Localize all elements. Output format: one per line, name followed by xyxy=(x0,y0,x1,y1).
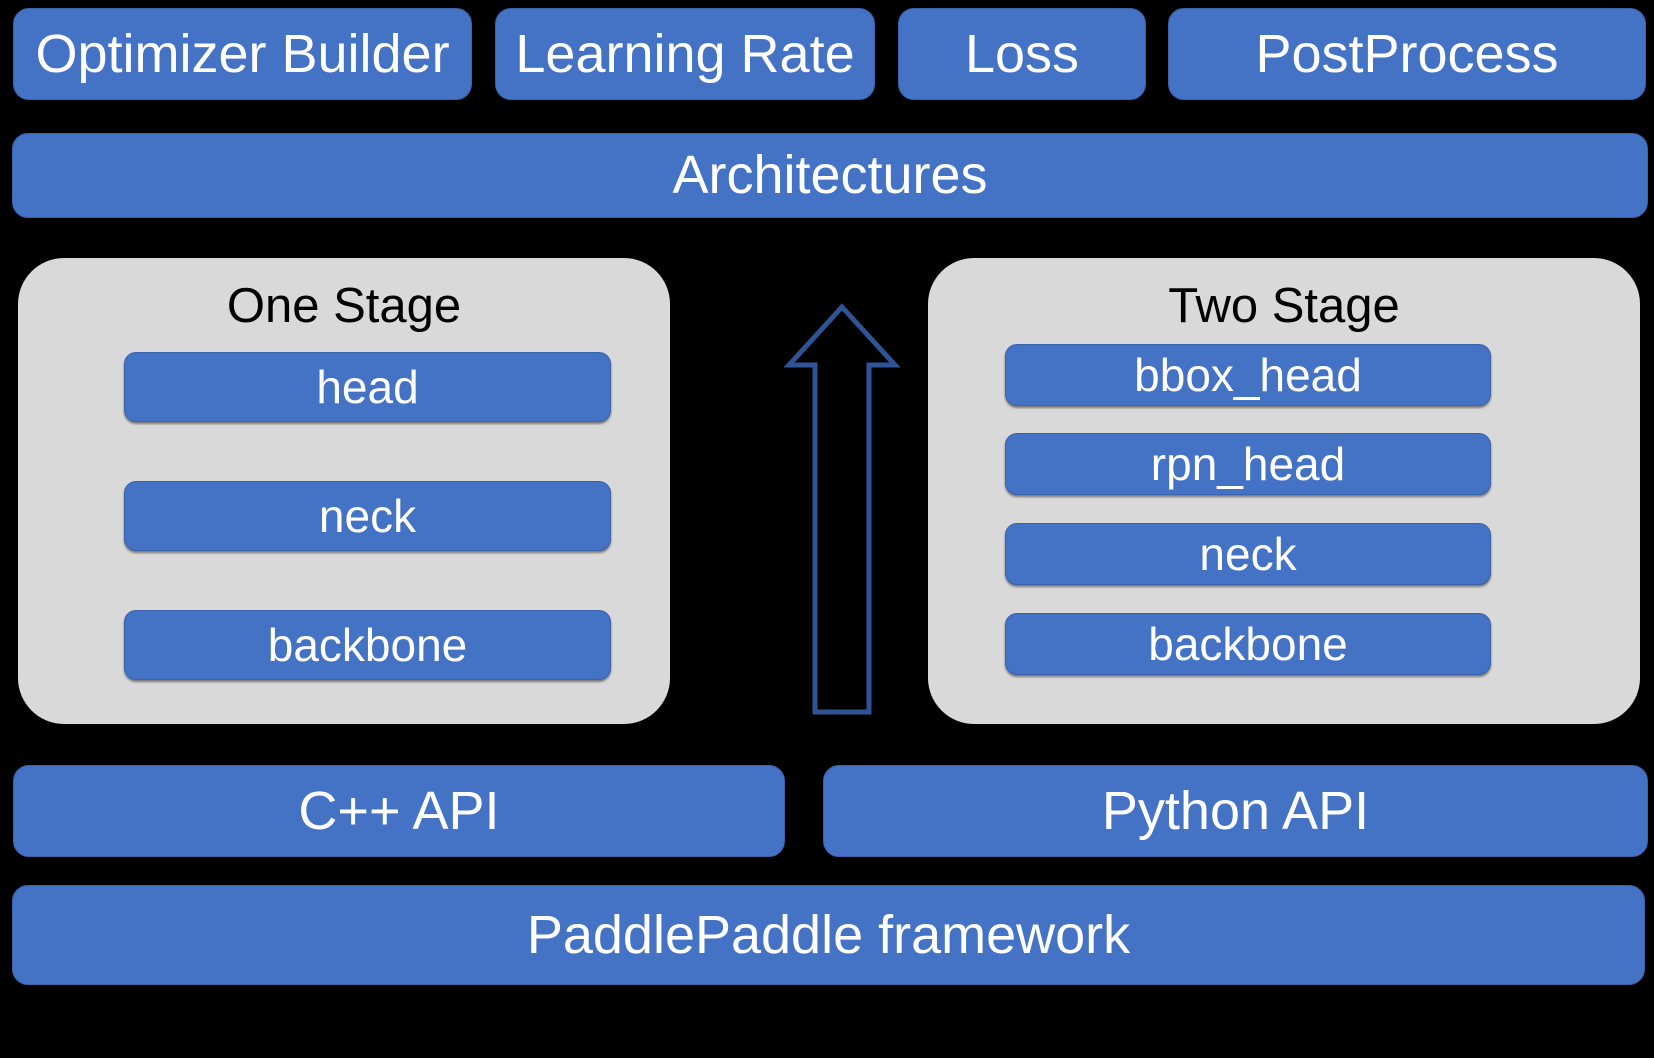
api-label: C++ API xyxy=(298,780,500,841)
stage-item-label: bbox_head xyxy=(1134,348,1362,401)
api-label: Python API xyxy=(1101,780,1370,841)
architectures-label: Architectures xyxy=(672,145,988,206)
stage-item-label: backbone xyxy=(1148,617,1348,670)
up-arrow-shape xyxy=(783,303,901,715)
module-label: Optimizer Builder xyxy=(35,23,450,84)
stage-item-label: neck xyxy=(318,489,417,542)
module-label: PostProcess xyxy=(1255,23,1559,84)
stage-item-label: backbone xyxy=(267,618,468,671)
api-bar-python[interactable]: Python API xyxy=(823,765,1648,857)
module-box-learning-rate[interactable]: Learning Rate xyxy=(495,8,875,100)
one-stage-item-head[interactable]: head xyxy=(124,352,611,422)
api-bar-cpp[interactable]: C++ API xyxy=(13,765,785,857)
module-label: Loss xyxy=(964,23,1080,84)
up-arrow-icon xyxy=(783,303,901,715)
architectures-bar[interactable]: Architectures xyxy=(12,133,1648,218)
one-stage-item-backbone[interactable]: backbone xyxy=(124,610,611,680)
two-stage-item-backbone[interactable]: backbone xyxy=(1005,613,1491,675)
module-box-loss[interactable]: Loss xyxy=(898,8,1146,100)
module-label: Learning Rate xyxy=(515,23,855,84)
two-stage-title: Two Stage xyxy=(1168,279,1400,333)
two-stage-item-neck[interactable]: neck xyxy=(1005,523,1491,585)
two-stage-item-rpn-head[interactable]: rpn_head xyxy=(1005,433,1491,495)
two-stage-item-bbox-head[interactable]: bbox_head xyxy=(1005,344,1491,406)
one-stage-item-neck[interactable]: neck xyxy=(124,481,611,551)
one-stage-title: One Stage xyxy=(226,279,462,333)
stage-item-label: neck xyxy=(1199,527,1297,580)
framework-bar[interactable]: PaddlePaddle framework xyxy=(12,885,1645,985)
framework-label: PaddlePaddle framework xyxy=(526,904,1131,965)
module-box-postprocess[interactable]: PostProcess xyxy=(1168,8,1646,100)
module-box-optimizer-builder[interactable]: Optimizer Builder xyxy=(13,8,472,100)
stage-item-label: head xyxy=(316,360,419,413)
stage-item-label: rpn_head xyxy=(1150,437,1346,490)
